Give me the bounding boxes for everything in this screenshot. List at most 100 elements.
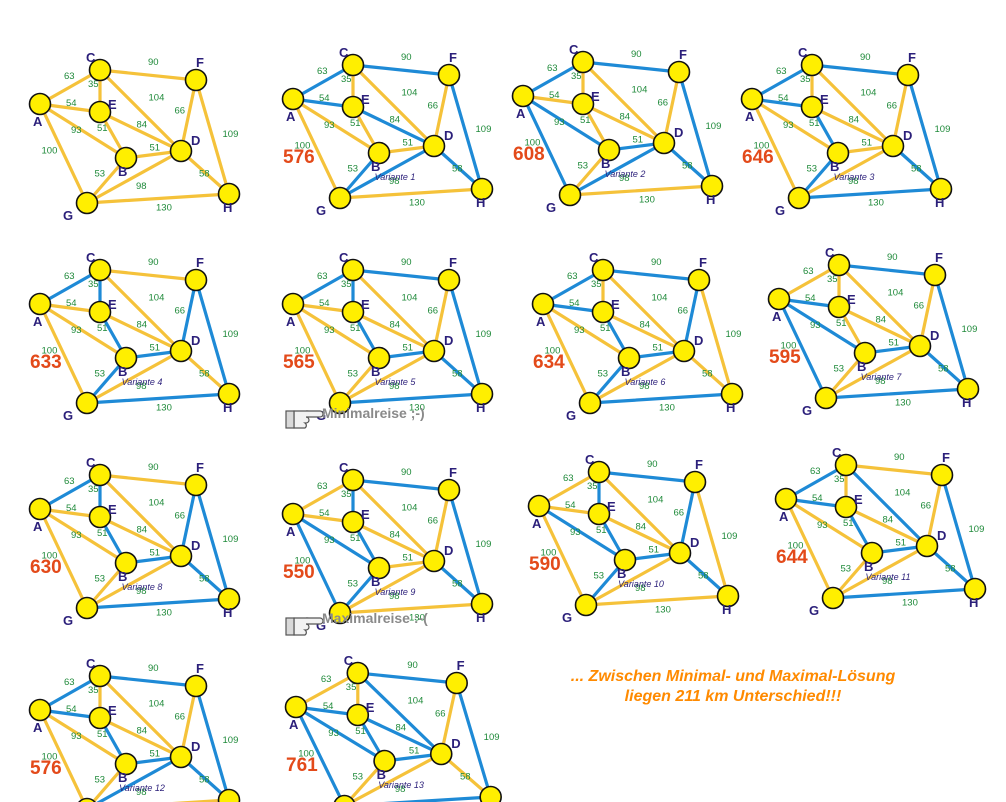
edge-weight-ae: 54: [66, 503, 77, 514]
edge-weight-gd: 98: [136, 586, 147, 597]
edge-weight-gd: 98: [136, 787, 147, 798]
graph-panel-v8: 635493100359010484516610951539858130ACEB…: [28, 455, 241, 628]
variant-label-v4: Variante 4: [122, 377, 163, 387]
edge-weight-dh: 58: [460, 772, 471, 783]
edge-weight-cf: 90: [401, 467, 412, 478]
node-g: [578, 391, 602, 415]
node-f: [683, 470, 707, 494]
edge-cf: [351, 268, 451, 282]
edge-weight-ce: 35: [88, 79, 99, 90]
edge-ed: [351, 310, 436, 353]
edge-weight-dh: 58: [911, 164, 922, 175]
edge-weight-ab: 93: [71, 731, 82, 742]
node-b: [367, 346, 391, 370]
edge-weight-bd: 51: [409, 746, 420, 757]
node-h: [217, 587, 241, 611]
variant-label-v9: Variante 9: [375, 587, 416, 597]
edge-weight-bg: 53: [348, 369, 359, 380]
node-d: [881, 134, 905, 158]
edge-fh: [933, 273, 970, 391]
edge-weight-bd: 51: [649, 545, 660, 556]
edge-weight-gh: 130: [409, 613, 425, 624]
edge-weight-ac: 63: [64, 71, 75, 82]
edge-cd: [844, 463, 929, 548]
node-f: [667, 60, 691, 84]
edge-weight-ag: 100: [545, 346, 561, 357]
tour-total-v11: 644: [776, 547, 808, 568]
edge-ab: [38, 302, 128, 360]
edge-weight-ae: 54: [812, 493, 823, 504]
edge-weight-fd: 66: [678, 306, 689, 317]
edge-weight-fh: 109: [962, 324, 978, 335]
node-a: [281, 292, 305, 316]
node-label-b: B: [621, 364, 630, 379]
node-f: [930, 463, 954, 487]
edge-weight-bg: 53: [834, 364, 845, 375]
edge-weight-bg: 53: [841, 564, 852, 575]
edge-weight-bg: 53: [348, 579, 359, 590]
edge-weight-ed: 84: [137, 320, 148, 331]
edge-weight-cd: 104: [632, 85, 648, 96]
node-g: [333, 794, 355, 802]
edge-weight-fd: 66: [921, 501, 932, 512]
edge-weight-ac: 63: [317, 271, 328, 282]
edge-weight-cd: 104: [861, 88, 877, 99]
edge-weight-dh: 58: [452, 579, 463, 590]
edge-ag: [291, 302, 342, 405]
node-label-h: H: [935, 195, 944, 210]
edge-weight-cf: 90: [148, 462, 159, 473]
node-b: [367, 141, 391, 165]
node-label-e: E: [820, 92, 829, 107]
edge-weight-dh: 58: [945, 564, 956, 575]
node-g: [821, 586, 845, 610]
edge-weight-ed: 84: [636, 522, 647, 533]
edge-weight-bd: 51: [403, 343, 414, 354]
node-e: [341, 95, 365, 119]
node-b: [826, 141, 850, 165]
node-label-b: B: [377, 767, 386, 782]
graph-panel-v6: 635493100359010484516610951539858130ACEB…: [531, 250, 744, 423]
edge-weight-dh: 58: [452, 164, 463, 175]
edge-weight-gh: 130: [902, 598, 918, 609]
edge-weight-ce: 35: [827, 274, 838, 285]
node-h: [929, 177, 953, 201]
edge-weight-cf: 90: [401, 257, 412, 268]
node-c: [88, 664, 112, 688]
node-h: [217, 788, 241, 802]
edge-weight-cf: 90: [631, 49, 642, 60]
node-label-e: E: [611, 297, 620, 312]
edge-fd: [891, 73, 910, 148]
node-label-e: E: [361, 92, 370, 107]
node-label-b: B: [371, 364, 380, 379]
edge-ed: [837, 305, 922, 348]
edge-weight-cf: 90: [647, 459, 658, 470]
edge-weight-bd: 51: [150, 749, 161, 760]
graph-panel-base: 635493100359010484516610951539858130ACEB…: [28, 50, 241, 223]
edge-weight-gd: 98: [389, 591, 400, 602]
edge-ab: [750, 97, 840, 155]
edge-weight-ac: 63: [776, 66, 787, 77]
node-f: [184, 473, 208, 497]
node-e: [591, 300, 615, 324]
node-b: [367, 556, 391, 580]
node-label-a: A: [779, 509, 789, 524]
edge-ag: [38, 507, 89, 610]
graph-panel-v3: 635493100359010484516610951539858130ACEB…: [740, 45, 953, 218]
node-label-f: F: [196, 55, 204, 70]
node-a: [28, 92, 52, 116]
edge-gh: [584, 594, 730, 607]
node-f: [184, 68, 208, 92]
edge-ag: [38, 302, 89, 405]
edge-ab: [784, 497, 874, 555]
node-label-f: F: [449, 50, 457, 65]
edge-weight-cd: 104: [895, 488, 911, 499]
edge-weight-fh: 109: [706, 121, 722, 132]
node-d: [169, 339, 193, 363]
edge-fh: [940, 473, 977, 591]
node-label-f: F: [942, 450, 950, 465]
edge-gd: [338, 349, 436, 405]
edge-fd: [682, 278, 701, 353]
node-f: [923, 263, 947, 287]
node-c: [88, 58, 112, 82]
node-a: [28, 292, 52, 316]
